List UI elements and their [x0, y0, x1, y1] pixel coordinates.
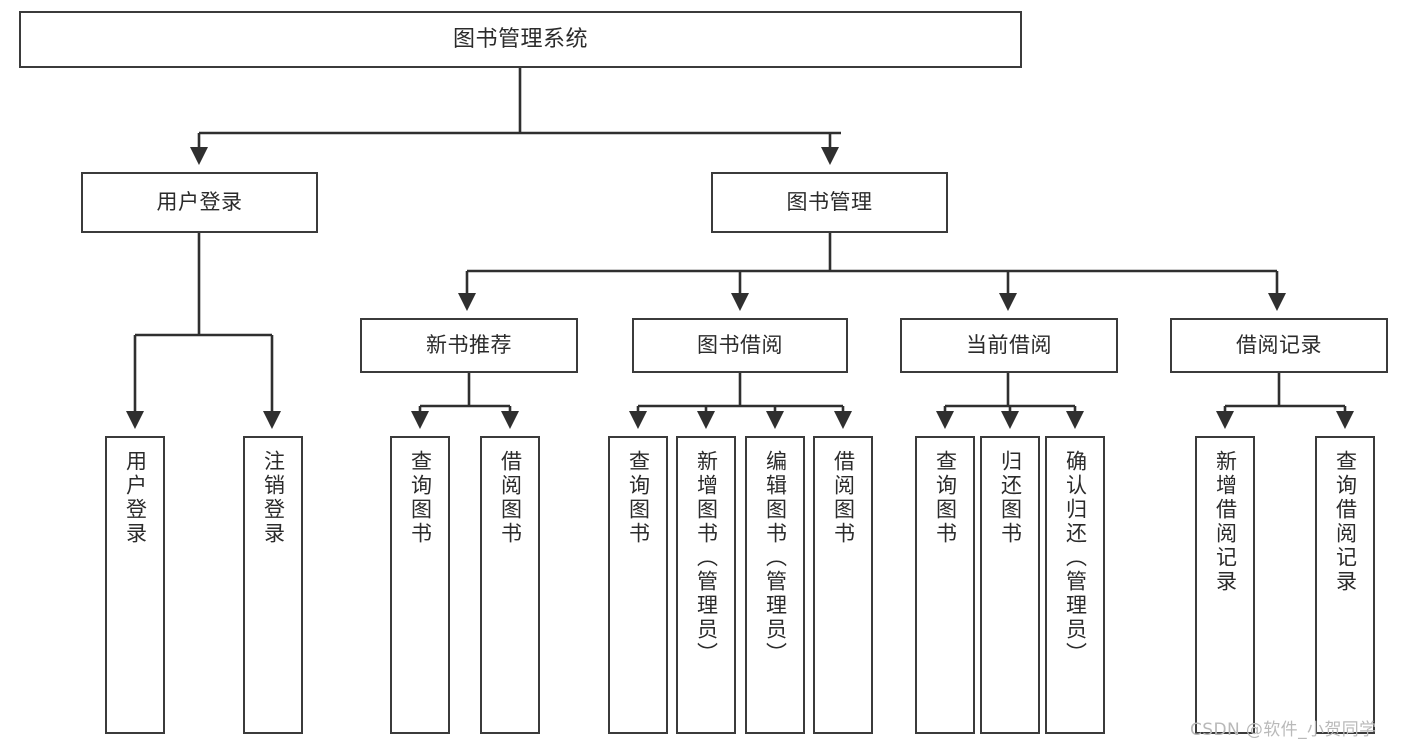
node-current-borrow-label: 当前借阅: [966, 333, 1052, 358]
node-leaf-query-record[interactable]: 查询借阅记录: [1315, 436, 1375, 734]
node-leaf-user-login[interactable]: 用户登录: [105, 436, 165, 734]
node-book-manage-label: 图书管理: [786, 190, 873, 215]
node-leaf-logout[interactable]: 注销登录: [243, 436, 303, 734]
node-leaf-add-record-label: 新增借阅记录: [1213, 450, 1238, 594]
edge-group-book-manage: [457, 233, 1287, 312]
node-borrow-record[interactable]: 借阅记录: [1170, 318, 1388, 373]
node-leaf-borrow-book-1[interactable]: 借阅图书: [480, 436, 540, 734]
node-leaf-borrow-book-2[interactable]: 借阅图书: [813, 436, 873, 734]
edge-group-root: [189, 68, 841, 166]
edge-group-book-borrow: [628, 373, 853, 430]
node-user-login-label: 用户登录: [156, 190, 243, 215]
node-leaf-query-book-3-label: 查询图书: [933, 450, 958, 546]
node-root-label: 图书管理系统: [452, 26, 588, 52]
node-current-borrow[interactable]: 当前借阅: [900, 318, 1118, 373]
node-leaf-add-record[interactable]: 新增借阅记录: [1195, 436, 1255, 734]
node-book-borrow-label: 图书借阅: [697, 333, 783, 358]
node-leaf-query-book-3[interactable]: 查询图书: [915, 436, 975, 734]
node-leaf-return-book[interactable]: 归还图书: [980, 436, 1040, 734]
edge-group-current-borrow: [935, 373, 1085, 430]
node-user-login[interactable]: 用户登录: [81, 172, 318, 233]
node-leaf-add-book-label: 新增图书（管理员）: [694, 450, 719, 666]
edge-group-borrow-record: [1215, 373, 1355, 430]
node-leaf-query-book-1[interactable]: 查询图书: [390, 436, 450, 734]
node-leaf-query-record-label: 查询借阅记录: [1333, 450, 1358, 594]
watermark: CSDN @软件_小贺同学: [1190, 720, 1377, 740]
node-borrow-record-label: 借阅记录: [1236, 333, 1322, 358]
node-leaf-user-login-label: 用户登录: [123, 450, 148, 546]
edge-group-new-book-recommend: [410, 373, 520, 430]
node-leaf-borrow-book-2-label: 借阅图书: [831, 450, 856, 546]
node-leaf-query-book-2-label: 查询图书: [626, 450, 651, 546]
node-leaf-confirm-return[interactable]: 确认归还（管理员）: [1045, 436, 1105, 734]
node-leaf-confirm-return-label: 确认归还（管理员）: [1063, 450, 1088, 666]
node-leaf-query-book-1-label: 查询图书: [408, 450, 433, 546]
node-leaf-logout-label: 注销登录: [261, 450, 286, 546]
node-leaf-edit-book[interactable]: 编辑图书（管理员）: [745, 436, 805, 734]
node-root[interactable]: 图书管理系统: [19, 11, 1022, 68]
node-new-book-recommend[interactable]: 新书推荐: [360, 318, 578, 373]
node-leaf-edit-book-label: 编辑图书（管理员）: [763, 450, 788, 666]
node-book-borrow[interactable]: 图书借阅: [632, 318, 848, 373]
node-leaf-return-book-label: 归还图书: [998, 450, 1023, 546]
node-leaf-add-book[interactable]: 新增图书（管理员）: [676, 436, 736, 734]
node-book-manage[interactable]: 图书管理: [711, 172, 948, 233]
edge-group-user-login: [125, 233, 282, 430]
node-new-book-recommend-label: 新书推荐: [426, 333, 512, 358]
node-leaf-borrow-book-1-label: 借阅图书: [498, 450, 523, 546]
node-leaf-query-book-2[interactable]: 查询图书: [608, 436, 668, 734]
